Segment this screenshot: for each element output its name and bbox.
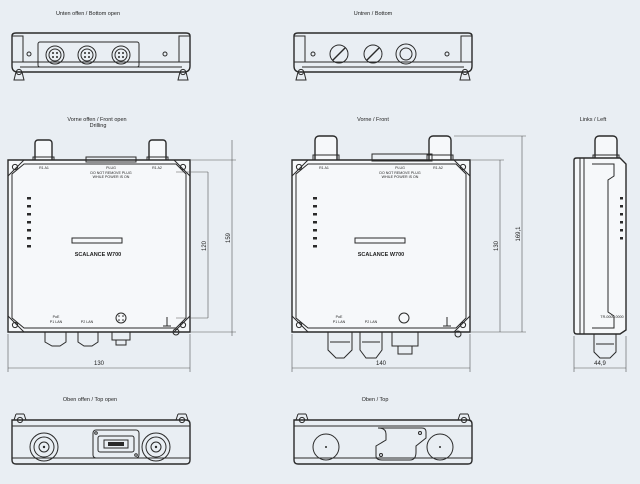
label-plug-warning-1: DO NOT REMOVE PLUG (90, 171, 131, 175)
label-poe-front: PoE (336, 315, 343, 319)
side-label: TR-0000-0000 (600, 315, 623, 319)
left-housing (573, 157, 627, 335)
bottom-view (293, 32, 473, 81)
label-plug-front: PLUG (395, 166, 405, 170)
antenna-cap-1-icon (312, 433, 340, 461)
led-column-side (620, 197, 623, 240)
label-poe: PoE (53, 315, 60, 319)
connector-port-icon (115, 312, 127, 324)
led-column (27, 197, 31, 248)
connector-poe-icon (45, 45, 65, 65)
product-name: SCALANCE W700 (75, 252, 121, 258)
ground-front-icon (443, 317, 451, 329)
led-column-front (313, 197, 317, 248)
left-view: TR-0000-0000 44,9 (573, 135, 627, 372)
antenna-socket-2-icon (141, 432, 171, 462)
front-open-view: PLUG DO NOT REMOVE PLUG WHILE POWER IS O… (7, 139, 236, 372)
label-plug-warning-1-front: DO NOT REMOVE PLUG (379, 171, 420, 175)
dim-front-outer-height: 169,1 (516, 226, 522, 242)
front-open-housing (7, 159, 191, 333)
label-r1a1: R1 A1 (39, 166, 49, 170)
dim-front-open-inner-height: 120 (202, 240, 208, 251)
connector-p1-lan-icon (77, 45, 97, 65)
dim-left-depth: 44,9 (594, 361, 606, 367)
dim-front-inner-height: 130 (494, 240, 500, 251)
label-r1a2-front: R1 A2 (433, 166, 443, 170)
view-title-bottom: Untren / Bottom (354, 11, 393, 17)
label-plug-warning-2: WHILE POWER IS ON (93, 175, 130, 179)
antenna-cap-2-icon (426, 433, 454, 461)
dim-front-open-width: 130 (94, 361, 105, 367)
view-title-front-open: Vorne offen / Front open (67, 117, 126, 123)
connector-port-front-icon (398, 312, 410, 324)
dim-front-open-outer-height: 159 (226, 232, 232, 243)
top-view (293, 413, 473, 465)
label-plug-warning-2-front: WHILE POWER IS ON (382, 175, 419, 179)
top-open-view (11, 413, 191, 465)
view-title-top-open: Oben offen / Top open (63, 397, 117, 403)
view-title-left: Links / Left (580, 117, 607, 123)
view-title-front: Vorne / Front (357, 117, 389, 123)
front-view: PLUG DO NOT REMOVE PLUG WHILE POWER IS O… (291, 135, 526, 372)
dim-front-width: 140 (376, 361, 387, 367)
label-p2-lan-front: P2 LAN (365, 320, 378, 324)
cap-screw-2-icon (363, 44, 383, 64)
view-title-bottom-open: Unten offen / Bottom open (56, 11, 120, 17)
label-p1-lan: P1 LAN (50, 320, 63, 324)
view-title-drilling: Drilling (90, 123, 107, 129)
plug-cover (375, 427, 427, 461)
front-housing (291, 159, 471, 333)
connector-p2-lan-icon (111, 45, 131, 65)
product-name-front: SCALANCE W700 (358, 252, 404, 258)
plug-opening (92, 429, 140, 459)
label-plug: PLUG (106, 166, 116, 170)
bottom-open-view (11, 32, 191, 81)
label-p1-lan-front: P1 LAN (333, 320, 346, 324)
ground-icon (163, 317, 171, 329)
label-p2-lan: P2 LAN (81, 320, 94, 324)
label-r1a2: R1 A2 (152, 166, 162, 170)
cap-screw-1-icon (329, 44, 349, 64)
cable-gland-icon (395, 43, 417, 65)
view-title-top: Oben / Top (362, 397, 389, 403)
label-r1a1-front: R1 A1 (319, 166, 329, 170)
antenna-socket-1-icon (29, 432, 59, 462)
